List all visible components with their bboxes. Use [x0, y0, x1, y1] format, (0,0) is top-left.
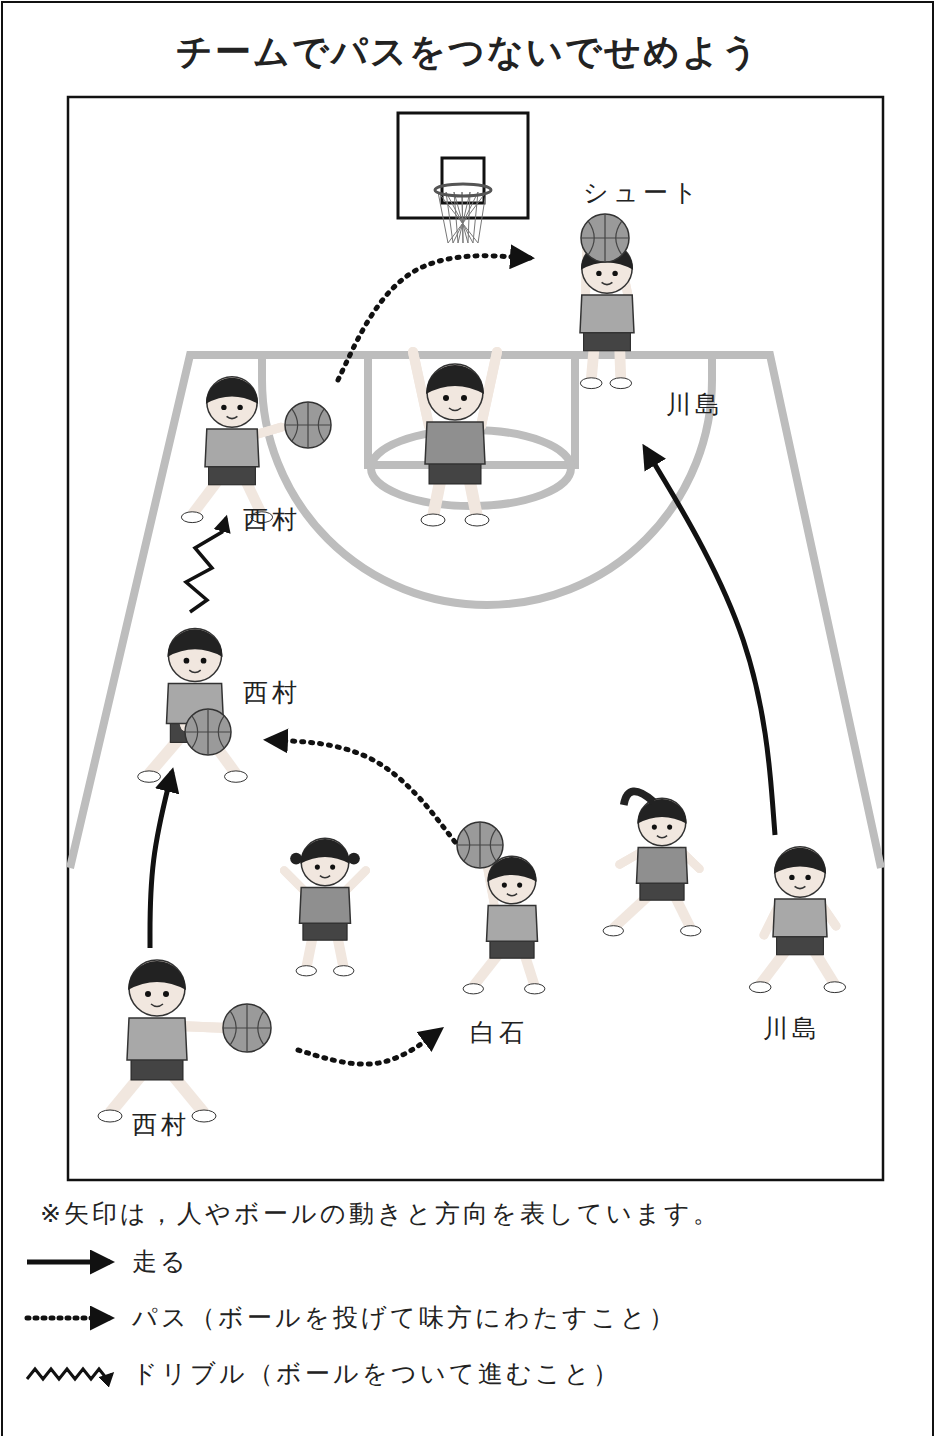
player-figure	[284, 838, 366, 976]
legend-label: ドリブル（ボールをついて進むこと）	[132, 1359, 621, 1389]
legend-samples	[27, 1262, 112, 1379]
player-label: 川島	[763, 1014, 821, 1044]
dribble-arrow	[186, 518, 226, 612]
player-figure	[413, 352, 497, 526]
pass-arrow	[268, 740, 455, 842]
player-figure	[463, 856, 545, 994]
note: ※矢印は，人やボールの動きと方向を表しています。	[40, 1199, 721, 1229]
run-arrow	[150, 772, 172, 948]
player-label: 白石	[470, 1018, 528, 1048]
player-label: 西村	[132, 1110, 190, 1140]
legend-label: パス（ボールを投げて味方にわたすこと）	[132, 1303, 677, 1333]
basketball	[285, 402, 331, 448]
court	[68, 97, 883, 1180]
player-figure	[603, 791, 701, 936]
player-figure	[98, 960, 227, 1122]
run-arrow	[645, 448, 775, 835]
player-figure	[138, 628, 248, 782]
basketball	[457, 822, 503, 868]
pass-arrow	[298, 1030, 440, 1064]
dribble-sample	[27, 1369, 112, 1379]
basketball	[581, 214, 629, 262]
player-label: 川島	[666, 390, 724, 420]
pass-arrow	[338, 256, 530, 380]
basket	[398, 113, 528, 243]
basketball	[223, 1004, 271, 1052]
player-label: 西村	[243, 678, 301, 708]
player-label: 西村	[243, 505, 301, 535]
run-sample	[27, 1260, 110, 1265]
player-label: シュート	[583, 178, 702, 208]
player-figure	[749, 847, 845, 993]
movement-arrows	[150, 256, 775, 1064]
basketball	[185, 709, 231, 755]
legend-label: 走る	[132, 1247, 189, 1277]
player-figure	[181, 377, 281, 523]
pass-sample	[27, 1316, 110, 1321]
title: チームでパスをつないでせめよう	[0, 30, 935, 73]
